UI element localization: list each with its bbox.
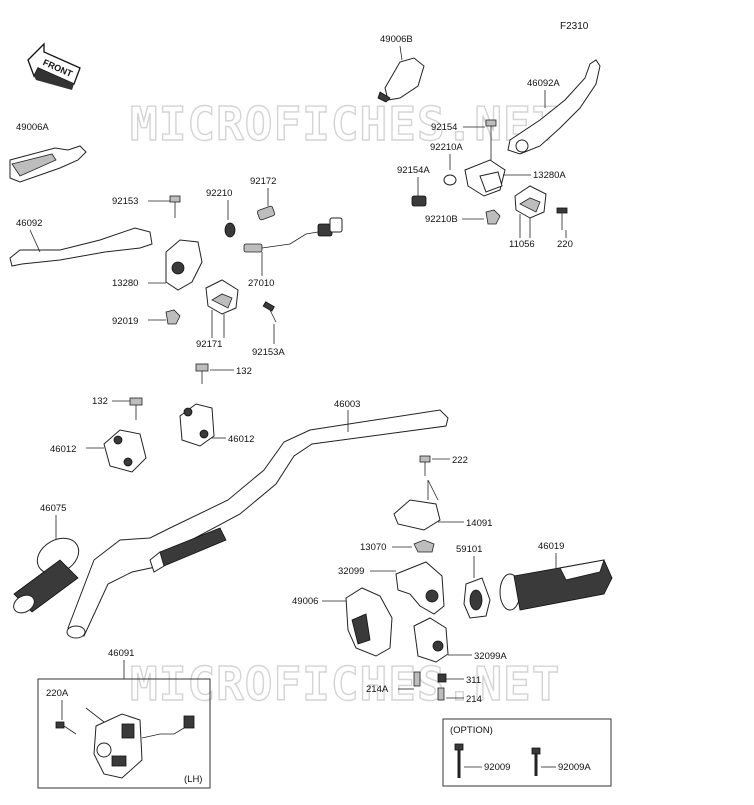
clamp-13280a: [464, 159, 506, 197]
label-49006a: 49006A: [16, 122, 49, 133]
bolt-92154: [485, 119, 497, 160]
label-220: 220: [557, 239, 573, 250]
nut-92019: [165, 309, 181, 325]
label-13070: 13070: [360, 542, 386, 553]
label-49006b: 49006B: [380, 34, 413, 45]
label-214: 214: [466, 694, 482, 705]
switch-27010: [243, 217, 343, 253]
bolt-92009a: [531, 747, 541, 776]
label-46075: 46075: [40, 503, 66, 514]
box-option: [442, 718, 612, 787]
label-92009a: 92009A: [558, 762, 591, 773]
label-92210b: 92210B: [425, 214, 458, 225]
label-46012-left: 46012: [50, 444, 76, 455]
label-132-left: 132: [92, 396, 108, 407]
label-59101: 59101: [456, 544, 482, 555]
nut-13070: [413, 539, 435, 553]
washer-92210a: [443, 174, 457, 186]
cable-guide-59101: [463, 577, 491, 619]
label-13280a: 13280A: [533, 170, 566, 181]
label-49006: 49006: [292, 596, 318, 607]
grip-46075: [13, 537, 80, 614]
label-32099a: 32099A: [474, 651, 507, 662]
clamp-46012-left: [103, 429, 147, 473]
holder-92171: [205, 279, 239, 315]
hand-guard-49006b: [377, 57, 425, 103]
figure-code: F2310: [560, 21, 589, 32]
bolt-92153a: [262, 301, 277, 323]
label-222: 222: [452, 455, 468, 466]
cover-14091: [393, 499, 441, 531]
throttle-grip-46019: [499, 559, 613, 611]
screw-220a: [55, 721, 77, 735]
bolt-220: [556, 207, 568, 230]
screw-214: [437, 687, 445, 701]
bolt-132-right: [195, 363, 209, 384]
bolt-92009: [454, 743, 464, 778]
label-46012-right: 46012: [228, 434, 254, 445]
label-92154: 92154: [431, 122, 457, 133]
label-92210a: 92210A: [430, 142, 463, 153]
handlebar-46003: [66, 409, 449, 639]
label-32099: 32099: [338, 566, 364, 577]
front-arrow-icon: FRONT: [27, 42, 81, 90]
screw-214a: [413, 671, 421, 687]
throttle-housing-32099: [395, 561, 445, 615]
label-46092a: 46092A: [527, 78, 560, 89]
bolt-92154a: [411, 195, 427, 207]
label-46091: 46091: [108, 648, 134, 659]
label-92153: 92153: [112, 196, 138, 207]
holder-11056: [514, 185, 547, 219]
box-lh-label: (LH): [184, 774, 202, 785]
label-11056: 11056: [509, 239, 535, 250]
screw-222: [419, 455, 431, 476]
label-46019: 46019: [538, 541, 564, 552]
label-92172: 92172: [250, 176, 276, 187]
clamp-46012-right: [179, 403, 215, 447]
throttle-cover-49006: [345, 587, 393, 657]
label-132-right: 132: [236, 366, 252, 377]
housing-lower-32099a: [413, 617, 449, 663]
hand-guard-49006a: [9, 145, 87, 183]
screw-92172: [256, 205, 276, 221]
label-92210: 92210: [206, 188, 232, 199]
watermark-bottom: MICROFICHES.NET: [130, 657, 560, 711]
label-92154a: 92154A: [397, 165, 430, 176]
bolt-132-left: [129, 397, 143, 420]
label-46092: 46092: [16, 218, 42, 229]
label-13280: 13280: [112, 278, 138, 289]
bolt-92153: [169, 195, 181, 218]
brake-lever-46092a: [507, 59, 601, 155]
clutch-lever-46092: [9, 227, 153, 267]
label-92009: 92009: [484, 762, 510, 773]
lever-bracket-13280: [165, 239, 203, 291]
label-14091: 14091: [466, 518, 492, 529]
label-92171: 92171: [196, 339, 222, 350]
nut-311: [437, 673, 447, 683]
washer-92210: [224, 222, 236, 238]
label-220a: 220A: [46, 688, 69, 699]
label-92019: 92019: [112, 316, 138, 327]
label-92153a: 92153A: [252, 347, 285, 358]
box-option-label: (OPTION): [450, 725, 493, 736]
nut-92210b: [485, 209, 501, 225]
label-311: 311: [466, 675, 481, 686]
box-lh: [37, 678, 211, 789]
label-46003: 46003: [334, 399, 360, 410]
label-214a: 214A: [366, 684, 389, 695]
label-27010: 27010: [248, 278, 274, 289]
switch-46091: [93, 713, 195, 779]
